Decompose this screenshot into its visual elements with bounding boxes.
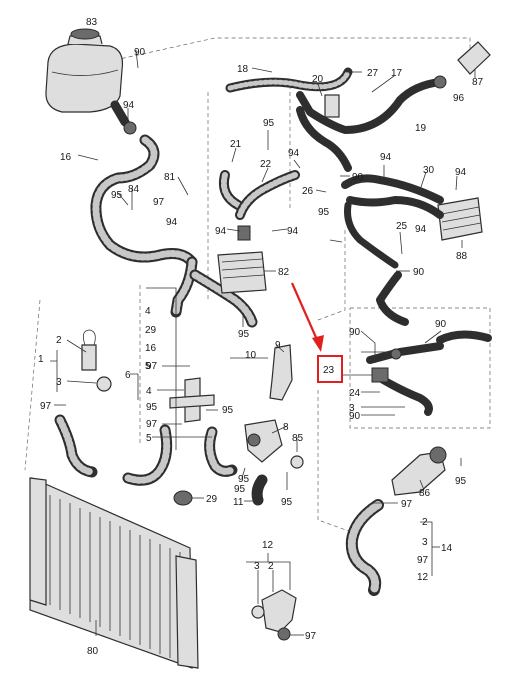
part-label: 90 bbox=[435, 319, 447, 330]
part-label: 96 bbox=[453, 93, 465, 104]
part-label: 97 bbox=[146, 361, 158, 372]
dashed-outlines bbox=[24, 37, 491, 536]
part-label: 2 bbox=[422, 517, 428, 528]
part-label: 97 bbox=[40, 401, 52, 412]
part-label: 95 bbox=[146, 402, 158, 413]
part-label: 25 bbox=[396, 221, 408, 232]
part-label: 94 bbox=[455, 167, 467, 178]
part-label: 3 bbox=[56, 377, 62, 388]
expansion-tank bbox=[45, 28, 137, 135]
part-label: 17 bbox=[391, 68, 403, 79]
part-label: 95 bbox=[263, 118, 275, 129]
left-parts bbox=[54, 329, 268, 506]
thermostat-assembly bbox=[366, 342, 444, 416]
part-label: 86 bbox=[419, 488, 431, 499]
part-label: 27 bbox=[367, 68, 379, 79]
part-label: 2 bbox=[56, 335, 62, 346]
part-label: 29 bbox=[145, 325, 157, 336]
part-label: 20 bbox=[312, 74, 324, 85]
part-label: 24 bbox=[349, 388, 361, 399]
part-label: 21 bbox=[230, 139, 242, 150]
coolant-pipes-top bbox=[225, 41, 491, 172]
part-label: 94 bbox=[287, 226, 299, 237]
part-label: 94 bbox=[215, 226, 227, 237]
part-label: 12 bbox=[262, 540, 274, 551]
part-label: 83 bbox=[86, 17, 98, 28]
part-label: 22 bbox=[260, 159, 272, 170]
part-label: 29 bbox=[206, 494, 218, 505]
part-label: 16 bbox=[60, 152, 72, 163]
highlight-label: 23 bbox=[323, 365, 335, 376]
part-label: 94 bbox=[415, 224, 427, 235]
part-label: 3 bbox=[349, 403, 355, 414]
part-label: 94 bbox=[288, 148, 300, 159]
part-label: 95 bbox=[234, 484, 246, 495]
part-label: 5 bbox=[145, 361, 151, 372]
upper-hoses bbox=[90, 134, 300, 328]
part-label: 88 bbox=[456, 251, 468, 262]
oil-cooler bbox=[217, 225, 267, 294]
highlight-box bbox=[317, 355, 343, 383]
part-label: 81 bbox=[164, 172, 176, 183]
part-label: 95 bbox=[111, 190, 123, 201]
part-label: 87 bbox=[472, 77, 484, 88]
radiator bbox=[29, 477, 199, 669]
part-label: 1 bbox=[38, 354, 44, 365]
coolant-flange bbox=[345, 446, 447, 596]
part-label: 95 bbox=[281, 497, 293, 508]
part-label: 80 bbox=[87, 646, 99, 657]
part-label: 8 bbox=[283, 422, 289, 433]
part-label: 19 bbox=[415, 123, 427, 134]
part-label: 3 bbox=[254, 561, 260, 572]
part-label: 9 bbox=[275, 340, 281, 351]
part-label: 95 bbox=[222, 405, 234, 416]
part-label: 2 bbox=[268, 561, 274, 572]
part-label: 4 bbox=[145, 306, 151, 317]
part-label: 90 bbox=[352, 172, 364, 183]
part-label: 90 bbox=[349, 411, 361, 422]
part-label: 95 bbox=[238, 329, 250, 340]
part-label: 97 bbox=[401, 499, 413, 510]
right-assembly bbox=[341, 174, 492, 344]
leader-lines bbox=[50, 49, 476, 636]
part-label: 12 bbox=[417, 572, 429, 583]
part-label: 94 bbox=[123, 100, 135, 111]
part-label: 14 bbox=[441, 543, 453, 554]
part-label: 97 bbox=[305, 631, 317, 642]
part-label: 16 bbox=[145, 343, 157, 354]
part-label: 11 bbox=[233, 497, 244, 508]
pump-assembly bbox=[169, 344, 304, 469]
part-label: 94 bbox=[380, 152, 392, 163]
part-label: 82 bbox=[278, 267, 290, 278]
part-label: 5 bbox=[146, 433, 152, 444]
bottom-elbow bbox=[251, 589, 297, 641]
part-label: 95 bbox=[318, 207, 330, 218]
part-label: 97 bbox=[417, 555, 429, 566]
part-label: 3 bbox=[422, 537, 428, 548]
arrow-head bbox=[312, 335, 324, 352]
part-label: 97 bbox=[153, 197, 165, 208]
part-label: 6 bbox=[125, 370, 131, 381]
part-label: 94 bbox=[166, 217, 178, 228]
part-label: 90 bbox=[349, 327, 361, 338]
part-label: 95 bbox=[238, 474, 250, 485]
part-label: 95 bbox=[455, 476, 467, 487]
part-label: 26 bbox=[302, 186, 314, 197]
part-labels: 83 90 94 16 95 84 97 94 81 18 20 27 17 8… bbox=[38, 17, 484, 657]
part-label: 4 bbox=[146, 386, 152, 397]
part-label: 84 bbox=[128, 184, 140, 195]
part-label: 90 bbox=[413, 267, 425, 278]
part-label: 97 bbox=[146, 419, 158, 430]
part-label: 10 bbox=[245, 350, 257, 361]
part-label: 18 bbox=[237, 64, 249, 75]
part-label: 90 bbox=[134, 47, 146, 58]
part-label: 85 bbox=[292, 433, 304, 444]
highlight-callout: 23 bbox=[290, 282, 343, 383]
part-label: 30 bbox=[423, 165, 435, 176]
